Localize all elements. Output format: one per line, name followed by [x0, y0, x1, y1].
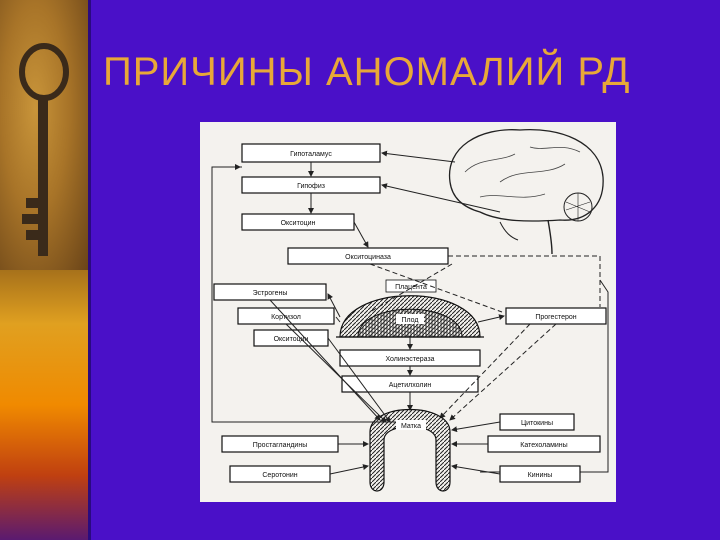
svg-text:Прогестерон: Прогестерон [535, 314, 576, 321]
box-estrogens: Эстрогены [213, 283, 327, 301]
svg-text:Кинины: Кинины [528, 472, 553, 479]
uterus-shape: Матка [369, 408, 451, 492]
slide-title: ПРИЧИНЫ АНОМАЛИЙ РД [103, 50, 631, 94]
svg-text:Окситоциназа: Окситоциназа [345, 254, 391, 261]
box-progesterone: Прогестерон [505, 307, 607, 325]
band-divider [88, 0, 91, 540]
box-cortisol: Кортизол [237, 307, 335, 325]
box-serotonin: Серотонин [229, 465, 331, 483]
svg-text:Ацетилхолин: Ацетилхолин [389, 382, 432, 389]
old-key-icon [19, 43, 69, 256]
svg-text:Гипоталамус: Гипоталамус [290, 151, 332, 158]
box-oxytocinase: Окситоциназа [287, 247, 449, 265]
svg-text:Гипофиз: Гипофиз [297, 183, 325, 190]
svg-text:Окситоцин: Окситоцин [274, 336, 309, 343]
box-cytokines: Цитокины [499, 413, 575, 431]
svg-text:Простагландины: Простагландины [253, 442, 307, 449]
svg-text:Эстрогены: Эстрогены [253, 290, 288, 297]
box-prostaglandins: Простагландины [221, 435, 339, 453]
svg-text:Плод: Плод [401, 317, 418, 324]
svg-text:Серотонин: Серотонин [262, 472, 297, 479]
box-oxytocin-top: Окситоцин [241, 213, 355, 231]
box-oxytocin-mid: Окситоцин [253, 329, 329, 347]
placenta-dome: Плацента Плод [336, 279, 484, 338]
brain-illustration [448, 128, 604, 255]
labor-regulation-diagram: Гипоталамус Гипофиз Окситоцин Окситоцина… [200, 122, 616, 502]
box-hypothalamus: Гипоталамус [241, 143, 381, 163]
box-catecholamines: Катехоламины [487, 435, 601, 453]
left-decorative-band [0, 0, 88, 540]
box-hypophysis: Гипофиз [241, 176, 381, 194]
svg-text:Окситоцин: Окситоцин [281, 220, 316, 227]
svg-text:Цитокины: Цитокины [521, 420, 553, 427]
svg-text:Холинэстераза: Холинэстераза [385, 356, 434, 363]
box-cholinesterase: Холинэстераза [339, 349, 481, 367]
svg-text:Катехоламины: Катехоламины [520, 442, 567, 449]
box-kinins: Кинины [499, 465, 581, 483]
svg-text:Плацента: Плацента [395, 284, 427, 291]
svg-text:Матка: Матка [401, 423, 421, 430]
